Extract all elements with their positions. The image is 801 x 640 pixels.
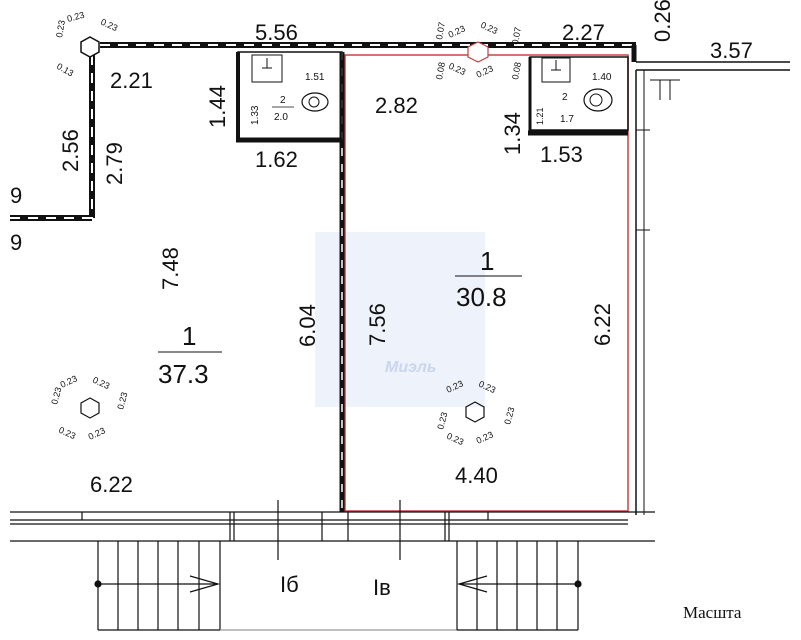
column-label: 0.07 <box>434 21 447 40</box>
dim-label: 1.44 <box>205 85 230 128</box>
stairs-left <box>94 541 221 631</box>
column-label: 0.23 <box>445 431 465 447</box>
column-label: 0.23 <box>479 20 499 36</box>
watermark-text: Миэль <box>385 359 436 376</box>
column-label: 0.08 <box>510 61 523 80</box>
room-area: 30.8 <box>456 282 507 312</box>
dim-label: 7.48 <box>158 247 183 290</box>
column-label: 0.23 <box>502 406 516 426</box>
dim-label: 1.53 <box>540 142 583 167</box>
dim-label: 7.56 <box>365 303 390 346</box>
walls <box>10 42 790 515</box>
column-label: 0.23 <box>59 373 79 389</box>
column-label: 0.23 <box>435 411 449 431</box>
dim-label: 1.51 <box>305 72 325 83</box>
column-label: 0.08 <box>434 61 447 80</box>
room-number: 1 <box>182 321 196 351</box>
column-hexagon <box>465 401 485 423</box>
column-hexagon <box>80 36 100 58</box>
entrance-label: Iб <box>280 572 299 597</box>
column-label: 0.23 <box>99 17 119 33</box>
dim-label: 1.40 <box>592 72 612 83</box>
wc-right <box>528 56 629 136</box>
room-number: 1 <box>480 246 494 276</box>
column-hexagon <box>467 41 489 63</box>
dim-label: 1.34 <box>500 112 525 155</box>
column-label: 0.23 <box>54 19 67 38</box>
dim-label: 0.26 <box>650 0 675 42</box>
facade <box>10 500 655 560</box>
column-label: 0.23 <box>447 23 467 39</box>
room-number: 2 <box>280 95 286 106</box>
room-area: 2.0 <box>274 112 288 123</box>
column-label: 0.07 <box>510 26 523 45</box>
scale-label: Масшта <box>683 603 742 622</box>
dim-label: 2.56 <box>58 129 83 172</box>
column-label: 0.23 <box>475 429 495 445</box>
column-label: 0.23 <box>87 425 107 441</box>
room-area: 37.3 <box>158 359 209 389</box>
dim-label: 9 <box>10 183 22 208</box>
column-label: 0.23 <box>475 63 495 79</box>
column-label: 0.13 <box>55 61 75 78</box>
dim-label: 1.33 <box>250 105 261 125</box>
dim-label: 5.56 <box>255 20 298 45</box>
room-area: 1.7 <box>560 114 574 125</box>
dim-label: 6.22 <box>590 303 615 346</box>
dim-label: 4.40 <box>455 463 498 488</box>
dim-label: 9 <box>10 230 22 255</box>
dim-label: 1.62 <box>255 147 298 172</box>
column-label: 0.23 <box>91 375 111 391</box>
room-number: 2 <box>562 92 568 103</box>
dim-label: 3.57 <box>710 38 753 63</box>
column-label: 0.23 <box>447 61 467 77</box>
stairs-right <box>456 541 582 631</box>
dim-label: 1.21 <box>535 107 545 125</box>
dim-label: 2.79 <box>102 142 127 185</box>
dim-label: 6.22 <box>90 472 133 497</box>
column-label: 0.23 <box>57 425 77 441</box>
toilet-icon <box>301 92 329 112</box>
column-label: 0.23 <box>49 386 63 406</box>
wc-left <box>236 51 343 143</box>
entrance-label: Iв <box>373 575 391 600</box>
dim-label: 2.27 <box>562 20 605 45</box>
column-label: 0.23 <box>66 10 86 24</box>
dim-label: 2.82 <box>375 93 418 118</box>
toilet-icon <box>583 88 613 112</box>
column-label: 0.23 <box>115 391 129 411</box>
dim-label: 6.04 <box>295 304 320 347</box>
column-hexagon <box>80 397 100 419</box>
dim-label: 2.21 <box>110 68 153 93</box>
